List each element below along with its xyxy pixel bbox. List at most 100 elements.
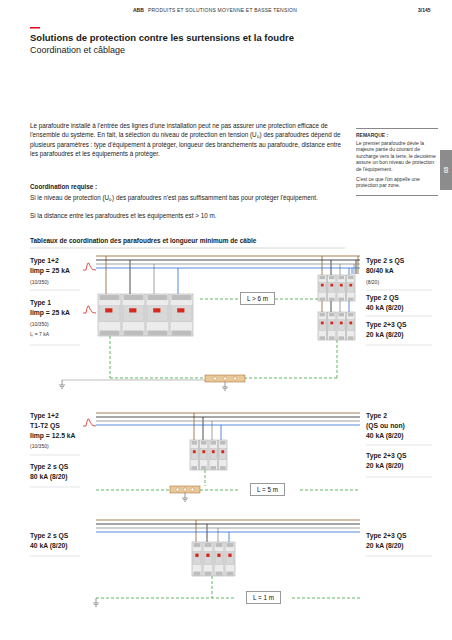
rule <box>30 455 80 456</box>
chapter-tab: 03 <box>440 150 452 190</box>
node-text: L = 1 m <box>253 594 274 601</box>
earth-wire <box>110 378 205 379</box>
wire <box>96 520 360 521</box>
surge-wave <box>83 306 96 313</box>
wire <box>322 256 323 275</box>
earth-bar <box>170 486 200 493</box>
wire <box>96 425 360 426</box>
node-text: 03 <box>443 167 449 173</box>
label: (10/350) <box>30 321 49 327</box>
length-box: L = 5 m <box>250 483 285 496</box>
label: 20 kA (8/20) <box>366 462 404 469</box>
earth-symbol <box>61 388 63 389</box>
label: Le parafoudre installé à l'entrée des li… <box>30 121 348 159</box>
label: 80 kA (8/20) <box>30 473 68 480</box>
wire <box>340 301 341 312</box>
earth-wire <box>200 490 240 491</box>
earth-symbol <box>93 603 99 604</box>
label: ABB <box>133 7 144 13</box>
label: Type 1 <box>30 299 51 306</box>
wire <box>96 260 360 261</box>
earth-symbol <box>59 385 65 386</box>
wire <box>331 260 332 275</box>
earth-wire <box>245 378 337 379</box>
earth-symbol <box>60 386 64 387</box>
wire <box>196 520 197 542</box>
wire <box>340 264 341 275</box>
label: Type 2+3 QS <box>366 321 407 328</box>
label: Type 1+2 <box>30 257 59 264</box>
earth-symbol <box>184 501 186 502</box>
earth-symbol <box>223 388 227 389</box>
wire <box>352 268 353 274</box>
accent-bar <box>30 27 40 29</box>
label: PRODUITS ET SOLUTIONS MOYENNE ET BASSE T… <box>148 7 297 13</box>
node-text: C'est ce que l'on appelle une protection… <box>356 176 438 189</box>
label: Type 2 <box>366 412 387 419</box>
wire <box>96 421 360 422</box>
wire <box>96 417 360 418</box>
label: Coordination et câblage <box>30 45 125 55</box>
length-box: L > 6 m <box>240 292 275 305</box>
wire <box>96 532 360 533</box>
wire <box>96 528 360 529</box>
earth-wire <box>337 340 338 378</box>
node-text: Le premier parafoudre dévie la majeure p… <box>356 140 438 173</box>
earth-symbol <box>94 604 98 605</box>
earth-symbol <box>183 499 187 500</box>
wire <box>106 256 107 294</box>
earth-terminal <box>223 377 226 380</box>
earth-wire <box>200 299 220 300</box>
wire <box>96 268 360 269</box>
wire <box>349 268 350 275</box>
label: 3/145 <box>418 7 431 13</box>
label: Type 1+2 <box>30 412 59 419</box>
wire <box>358 256 359 274</box>
earth-wire <box>292 598 360 599</box>
rule <box>30 290 80 291</box>
label: Type 2 s QS <box>366 257 404 264</box>
earth-bar <box>205 375 245 382</box>
rule <box>30 345 80 346</box>
label: Type 2+3 QS <box>366 452 407 459</box>
earth-terminal <box>183 488 186 491</box>
wire <box>212 421 213 440</box>
label: Type 2 s QS <box>30 463 68 470</box>
earth-symbol <box>222 387 228 388</box>
earth-symbol <box>95 606 97 607</box>
label: Si la distance entre les parafoudres et … <box>30 211 348 220</box>
label: 80/40 kA <box>366 267 394 274</box>
label: 40 kA (8/20) <box>366 432 404 439</box>
node-text: REMARQUE : <box>356 132 438 139</box>
earth-wire <box>110 336 111 378</box>
label: 40 kA (8/20) <box>30 542 68 549</box>
wire <box>218 528 219 542</box>
earth-symbol <box>225 382 226 387</box>
label: Iimp = 25 kA <box>30 267 70 274</box>
wire <box>130 260 131 294</box>
label: (QS ou non) <box>366 422 405 429</box>
rule <box>30 248 345 249</box>
label: Coordination requise : <box>30 183 97 190</box>
wire <box>356 260 357 274</box>
label: Type 2+3 QS <box>366 532 407 539</box>
wire <box>331 301 332 312</box>
wire <box>154 264 155 294</box>
surge-protector <box>192 542 235 576</box>
earth-terminal <box>233 377 236 380</box>
wire <box>178 268 179 294</box>
node-text: L > 6 m <box>247 295 268 302</box>
wire <box>229 532 230 542</box>
surge-wave <box>83 263 96 270</box>
label: 20 kA (8/20) <box>366 542 404 549</box>
page-title: Solutions de protection contre les surte… <box>30 32 294 43</box>
label: (8/20) <box>366 279 379 285</box>
rule <box>366 345 432 346</box>
wire <box>322 301 323 312</box>
earth-wire <box>96 490 170 491</box>
rule <box>366 445 432 446</box>
label: 20 kA (8/20) <box>366 331 404 338</box>
wire <box>96 264 360 265</box>
wire <box>203 417 204 440</box>
earth-terminal <box>213 377 216 380</box>
